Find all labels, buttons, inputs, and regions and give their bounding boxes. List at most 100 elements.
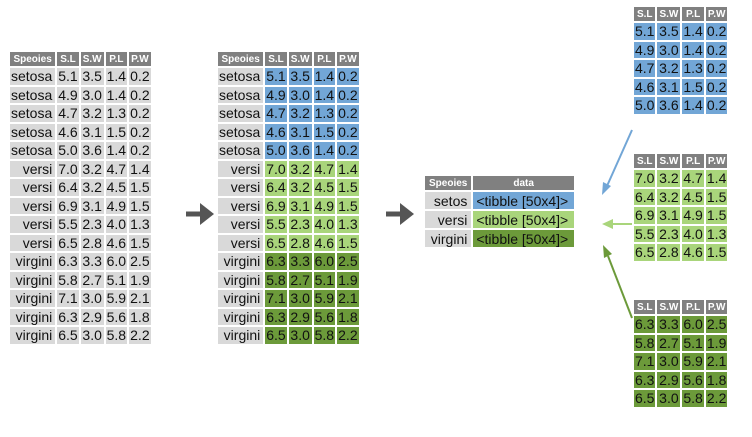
value-cell: 4.0 — [682, 225, 704, 242]
species-cell: setosa — [10, 68, 56, 85]
value-cell: 1.4 — [682, 41, 704, 58]
value-cell: 5.9 — [105, 290, 128, 307]
value-cell: 5.8 — [682, 390, 704, 407]
value-cell: 3.2 — [80, 160, 104, 177]
value-cell: 6.5 — [57, 327, 79, 344]
species-cell: versi — [425, 211, 472, 228]
species-cell: setosa — [10, 123, 56, 140]
value-cell: 3.1 — [288, 197, 312, 214]
value-cell: 2.3 — [288, 216, 312, 233]
value-cell: 3.5 — [657, 23, 681, 40]
species-cell: versi — [10, 234, 56, 251]
species-cell: setosa — [10, 142, 56, 159]
value-cell: 0.2 — [705, 41, 728, 58]
value-cell: 7.0 — [265, 160, 287, 177]
value-cell: 0.2 — [337, 105, 359, 122]
value-cell: 5.6 — [105, 308, 128, 325]
value-cell: 4.7 — [265, 105, 287, 122]
value-cell: 4.7 — [634, 60, 656, 77]
column-header: P.L — [682, 7, 704, 21]
value-cell: 6.3 — [634, 316, 656, 333]
value-cell: 2.9 — [288, 308, 312, 325]
column-header: Speoies — [425, 176, 472, 190]
value-cell: 3.3 — [80, 253, 104, 270]
value-cell: 1.5 — [313, 123, 336, 140]
value-cell: 0.2 — [705, 60, 728, 77]
value-cell: 2.5 — [337, 253, 359, 270]
value-cell: 1.4 — [313, 68, 336, 85]
value-cell: 1.5 — [337, 234, 359, 251]
species-cell: versi — [218, 160, 264, 177]
value-cell: 5.5 — [634, 225, 656, 242]
column-header: P.L — [682, 154, 704, 168]
value-cell: 0.2 — [129, 105, 151, 122]
species-cell: virgini — [10, 253, 56, 270]
value-cell: 4.5 — [105, 179, 128, 196]
value-cell: 2.7 — [657, 334, 681, 351]
column-header: P.L — [682, 300, 704, 314]
value-cell: 5.6 — [313, 308, 336, 325]
species-cell: setosa — [218, 86, 264, 103]
value-cell: 5.0 — [57, 142, 79, 159]
species-cell: virgini — [218, 271, 264, 288]
value-cell: 1.5 — [129, 197, 151, 214]
value-cell: 5.1 — [57, 68, 79, 85]
value-cell: 1.4 — [682, 97, 704, 114]
value-cell: 1.5 — [129, 179, 151, 196]
column-header: P.W — [705, 154, 728, 168]
value-cell: 4.6 — [265, 123, 287, 140]
value-cell: 0.2 — [129, 86, 151, 103]
value-cell: 3.0 — [288, 290, 312, 307]
value-cell: 5.8 — [105, 327, 128, 344]
value-cell: 0.2 — [337, 142, 359, 159]
value-cell: 5.8 — [57, 271, 79, 288]
column-header: P.L — [105, 52, 128, 66]
value-cell: 3.1 — [80, 123, 104, 140]
tibble-cell: <tibble [50x4]> — [473, 211, 574, 228]
value-cell: 1.4 — [313, 86, 336, 103]
value-cell: 3.2 — [657, 60, 681, 77]
value-cell: 4.6 — [682, 244, 704, 261]
column-header: S.L — [634, 7, 656, 21]
value-cell: 6.5 — [265, 234, 287, 251]
value-cell: 4.9 — [265, 86, 287, 103]
tibble-cell: <tibble [50x4]> — [473, 192, 574, 209]
value-cell: 1.4 — [313, 142, 336, 159]
column-header: P.W — [705, 7, 728, 21]
value-cell: 3.0 — [288, 327, 312, 344]
value-cell: 7.0 — [57, 160, 79, 177]
value-cell: 5.5 — [57, 216, 79, 233]
value-cell: 3.0 — [657, 41, 681, 58]
column-header: S.W — [657, 300, 681, 314]
value-cell: 1.5 — [682, 78, 704, 95]
value-cell: 6.3 — [265, 308, 287, 325]
species-cell: versi — [218, 234, 264, 251]
value-cell: 2.3 — [80, 216, 104, 233]
column-header: S.L — [57, 52, 79, 66]
species-cell: versi — [10, 179, 56, 196]
value-cell: 5.1 — [682, 334, 704, 351]
species-cell: virgini — [425, 230, 472, 247]
value-cell: 5.8 — [313, 327, 336, 344]
table-row: setos<tibble [50x4]> — [425, 192, 574, 209]
